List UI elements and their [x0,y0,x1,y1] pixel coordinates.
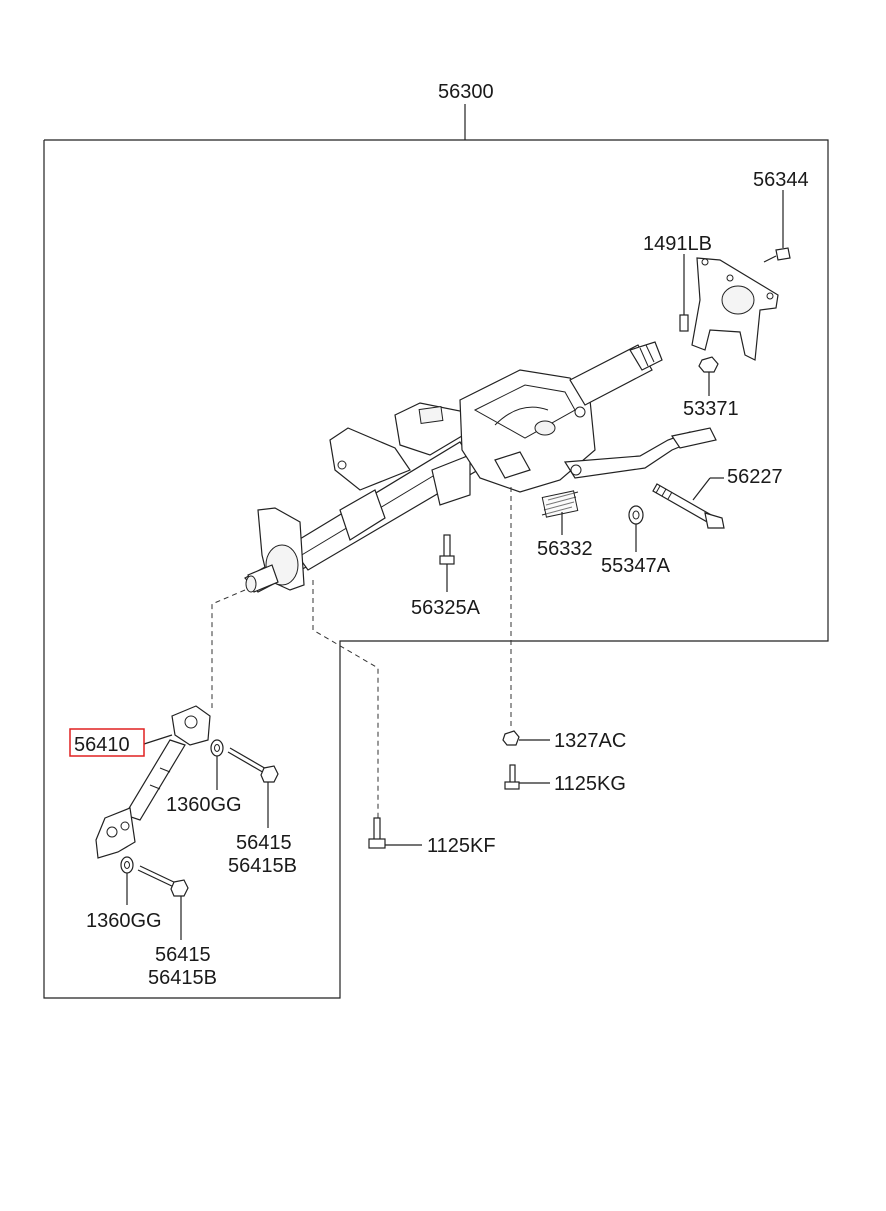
label-1360GG-upper: 1360GG [166,794,242,816]
label-56344: 56344 [753,169,809,191]
label-56332: 56332 [537,538,593,560]
label-56410: 56410 [74,734,130,756]
spring-56332 [541,490,579,518]
label-55347A: 55347A [601,555,671,577]
dash-line-1125KF [312,580,379,818]
label-53371: 53371 [683,398,739,420]
label-56415B-upper: 56415B [228,855,297,877]
highlight-box-56410 [69,728,145,757]
bolt-56415-upper [227,747,279,783]
nut-53371 [698,356,719,373]
bolt-1125KG [504,764,520,790]
pin-1491LB [679,314,689,332]
label-1491LB: 1491LB [643,233,712,255]
bolt-56325A [439,534,455,565]
nut-1327AC [502,730,520,746]
label-56227: 56227 [727,466,783,488]
bolt-56344 [763,247,791,263]
label-1327AC: 1327AC [554,730,626,752]
label-56325A: 56325A [411,597,481,619]
label-1125KF: 1125KF [427,835,496,857]
bolt-56227 [652,483,725,529]
washer-55347A [628,505,644,525]
dash-line-shaft [211,589,246,708]
washer-1360GG-lower [120,856,134,874]
leader-56410 [143,734,173,745]
label-1125KG: 1125KG [554,773,626,795]
assembly-frame [43,139,829,999]
bolt-56415-lower [137,865,189,897]
label-1360GG-lower: 1360GG [86,910,162,932]
leader-56227 [692,477,711,501]
upper-mounting-bracket [691,257,779,361]
intermediate-shaft-56410 [95,705,211,859]
bolt-1125KF [368,817,386,849]
washer-1360GG-upper [210,739,224,757]
label-56300: 56300 [438,81,494,103]
label-56415-lower: 56415 [155,944,211,966]
steering-column-body [244,341,717,593]
label-56415-upper: 56415 [236,832,292,854]
label-56415B-lower: 56415B [148,967,217,989]
